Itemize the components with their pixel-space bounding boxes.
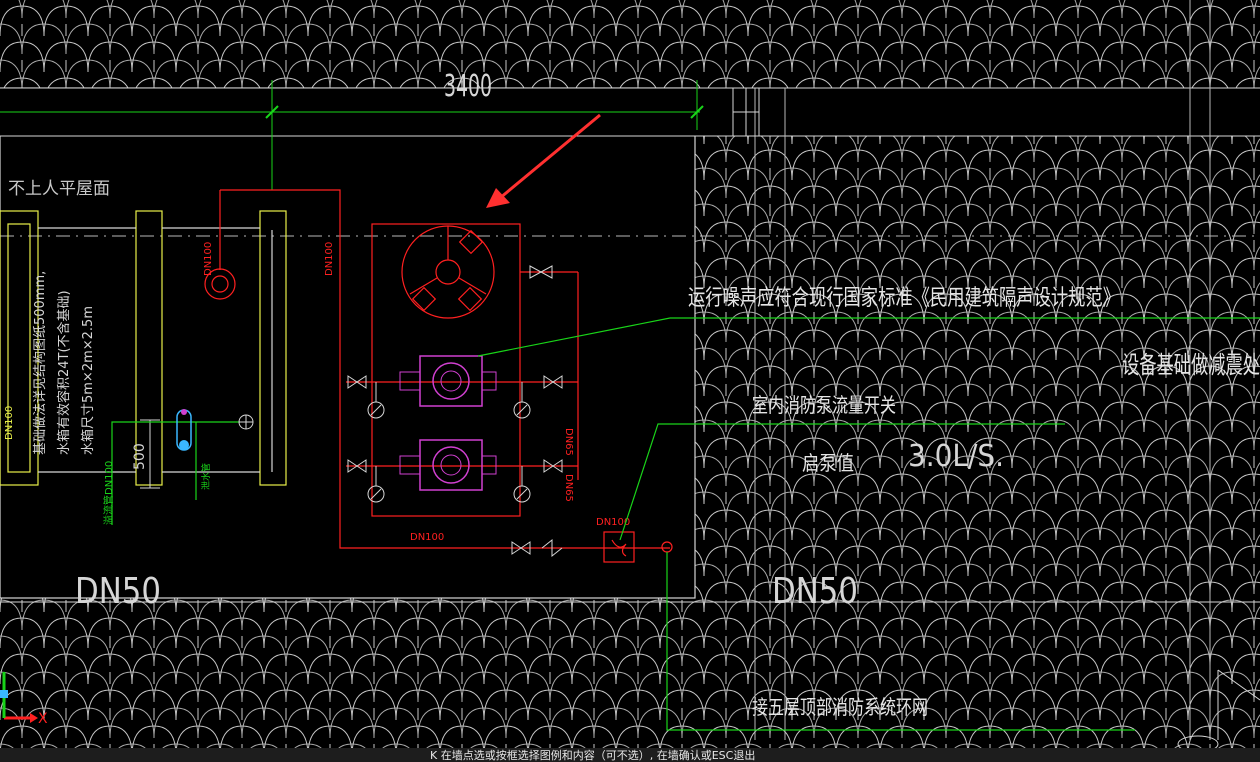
overflow-pipe-label: 溢流管DN100 [102,461,115,525]
fire-pump-2 [347,439,563,503]
command-prompt-text: K 在墙点选或按框选择图例和内容（可不选）, 在墙确认或ESC退出 [430,749,756,762]
dimension-3400: 3400 [0,69,704,190]
pipe-dn100-b: DN100 [324,242,335,276]
connect-note: 接五层顶部消防系统环网 [752,695,928,719]
bottom-valves [511,538,563,558]
pipe-dn65-b: DN65 [563,474,574,502]
drain-valve-symbol [176,409,192,451]
noise-note: 运行噪声应符合现行国家标准《民用建筑隔声设计规范》 [688,286,1120,311]
pump-frame [346,223,579,517]
vent-symbol [238,414,254,430]
left-dn100-label: DN100 [4,406,15,440]
drain-pipe-label: 泄水管 [200,463,212,490]
dimension-500-text: 500 [132,443,148,470]
pipe-dn65-a: DN65 [563,428,574,456]
tank-note-1: 基础做法详见结构图纸500mm, [33,271,48,455]
flow-switch-note: 室内消防泵流量开关 [752,393,896,417]
grid-lines [0,0,1260,740]
dn50-right: DN50 [772,571,858,612]
stair-detail [1177,669,1260,753]
annotation-arrow [486,113,601,208]
dimension-500 [140,419,160,489]
tank-note-2: 水箱有效容积24T(不含基础) [56,290,72,455]
axis-x-label: X [38,711,48,727]
leader-lines [477,317,1260,731]
start-value: 3.0L/S. [908,439,1004,474]
fire-pump-1 [347,355,563,419]
roof-note: 不上人平屋面 [8,179,110,199]
pipe-dn100-a: DN100 [203,242,214,276]
column-detail [732,87,760,137]
pressure-tank-symbol [401,225,495,319]
vibration-note: 设备基础做减震处 [1122,351,1260,379]
start-value-label: 启泵值 [802,451,854,475]
pipe-dn100-switch: DN100 [596,517,630,528]
dn50-left: DN50 [75,571,161,612]
platform-area [0,87,696,599]
water-tank-frames [0,210,287,486]
pipe-dn100-bottom: DN100 [410,532,444,543]
command-status-bar[interactable]: K 在墙点选或按框选择图例和内容（可不选）, 在墙确认或ESC退出 [0,748,1260,762]
green-pipes-left [111,421,240,525]
dimension-3400-text: 3400 [444,69,492,104]
red-outlet-pipe [204,189,670,549]
gate-valve-top [529,265,553,279]
tank-note-3: 水箱尺寸5m×2m×2.5m [80,306,96,455]
ucs-axis-icon: X [0,672,48,727]
